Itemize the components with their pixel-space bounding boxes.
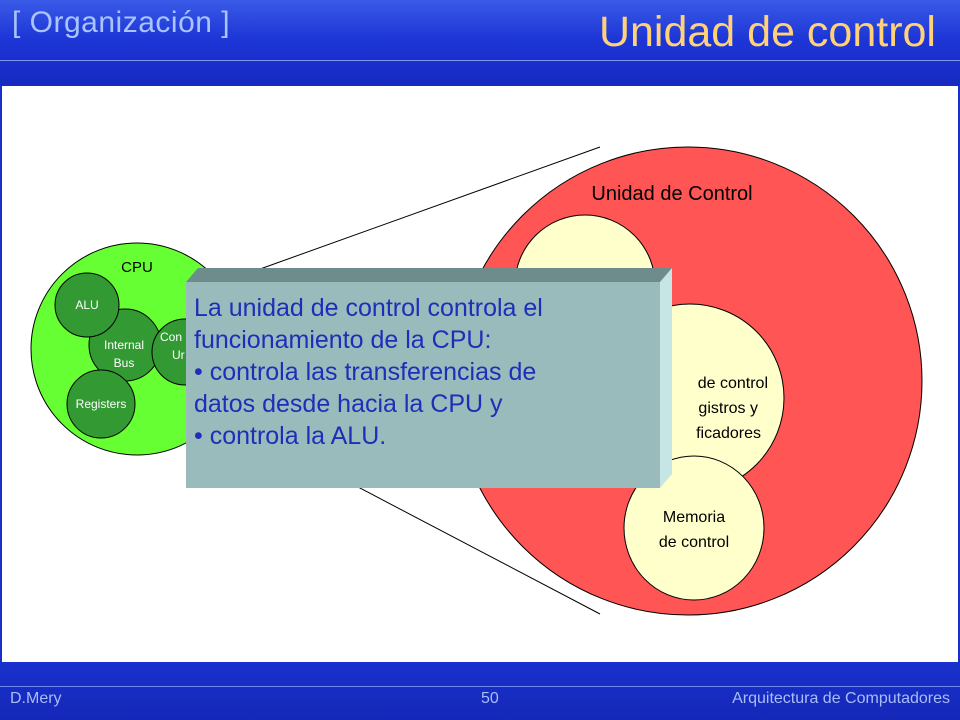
logic-label-line1: de control xyxy=(698,375,768,392)
callout-line-1: La unidad de control controla el xyxy=(194,294,543,322)
small-control-label-line1: Con xyxy=(160,330,182,344)
callout-text: La unidad de control controla el funcion… xyxy=(194,292,650,452)
memory-label-line1: Memoria xyxy=(663,509,725,526)
footer-page-number: 50 xyxy=(481,690,499,707)
logic-label-line3: ficadores xyxy=(696,425,761,442)
callout-line-5: • controla la ALU. xyxy=(194,422,387,450)
callout-line-3: • controla las transferencias de xyxy=(194,358,537,386)
callout-box xyxy=(186,282,660,488)
callout-line-2: funcionamiento de la CPU: xyxy=(194,326,492,354)
slide-footer xyxy=(0,662,960,720)
small-control-label-line2: Ur xyxy=(172,348,185,362)
bus-label-line1: Internal xyxy=(104,338,144,352)
slide-header xyxy=(0,0,960,86)
footer-author: D.Mery xyxy=(10,690,62,707)
alu-label: ALU xyxy=(75,298,98,312)
footer-course-name: Arquitectura de Computadores xyxy=(732,690,950,707)
control-unit-label: Unidad de Control xyxy=(591,183,752,205)
registers-circle xyxy=(66,369,136,439)
alu-circle xyxy=(54,272,120,338)
footer-divider xyxy=(0,686,960,687)
control-memory-circle xyxy=(623,455,765,601)
callout-side-face xyxy=(660,268,672,488)
slide-title: Unidad de control xyxy=(598,8,936,56)
callout-line-4: datos desde hacia la CPU y xyxy=(194,390,503,418)
bus-label-line2: Bus xyxy=(114,356,135,370)
registers-label: Registers xyxy=(76,397,127,411)
zoom-line-top xyxy=(195,146,601,293)
memory-label-line2: de control xyxy=(659,534,729,551)
cpu-label: CPU xyxy=(121,259,153,276)
header-divider xyxy=(0,60,960,61)
section-title: [ Organización ] xyxy=(12,6,231,39)
callout-top-face xyxy=(186,268,672,282)
logic-label-line2: gistros y xyxy=(698,400,758,417)
